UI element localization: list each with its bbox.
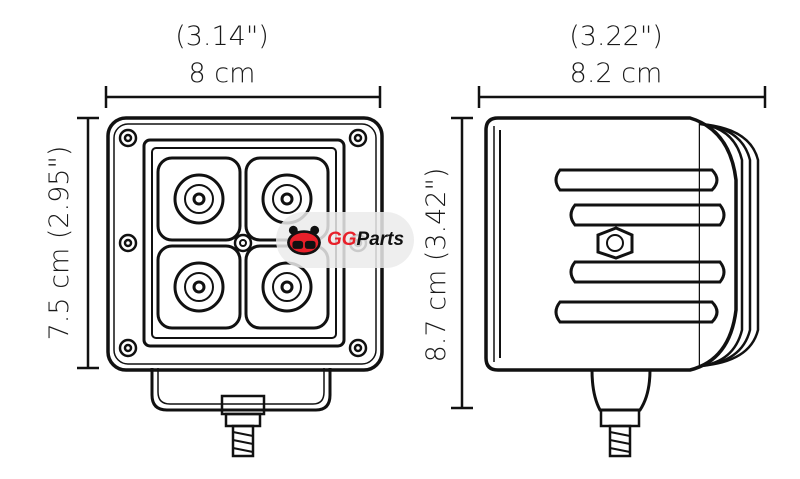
- front-mount-bolt: [220, 394, 266, 458]
- lens-group: [156, 156, 330, 330]
- front-height-label: 7.5 cm (2.95"): [44, 146, 75, 341]
- side-depth-cm: 8.2 cm: [570, 58, 663, 89]
- front-width-cm: 8 cm: [189, 58, 256, 89]
- front-width-inches: (3.14"): [175, 21, 269, 52]
- side-view-lamp: [484, 116, 760, 458]
- side-height-dimension-line: [451, 116, 473, 410]
- logo-text-gg: GG: [326, 229, 357, 250]
- side-height-label: 8.7 cm (3.42"): [421, 168, 452, 363]
- cooling-fins: [554, 168, 726, 324]
- mascot-icon: [287, 225, 321, 256]
- side-depth-inches: (3.22"): [569, 21, 663, 52]
- watermark-logo: GGParts: [276, 212, 414, 268]
- front-height-dimension-line: [77, 116, 99, 370]
- side-depth-dimension-line: [477, 86, 767, 108]
- front-view-lamp: [106, 116, 384, 458]
- front-width-dimension-line: [104, 86, 382, 108]
- side-mount-bolt: [590, 369, 652, 458]
- logo-text-parts: Parts: [356, 229, 405, 250]
